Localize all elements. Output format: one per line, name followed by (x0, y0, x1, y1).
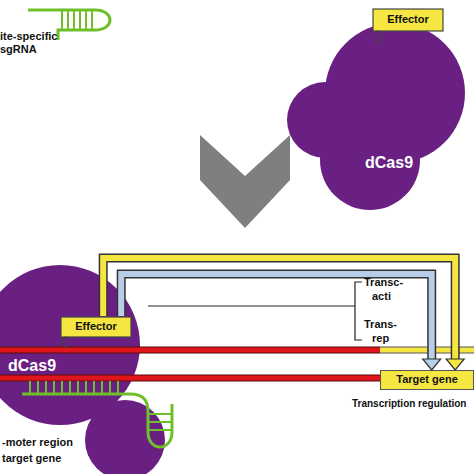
text-label: rep (372, 332, 389, 345)
node-tagLoop: Effector (372, 8, 444, 32)
node-label: ite-specific sgRNA (0, 30, 70, 56)
gene-strand-outline (380, 347, 474, 354)
arrow-head (446, 359, 464, 370)
arrow-head (423, 359, 441, 370)
node-label: dCas9 (8, 356, 56, 375)
text-label: target gene (2, 452, 61, 465)
blob1-outline (285, 25, 474, 210)
node-text-holder: Effector (60, 316, 132, 338)
sgrna-base-pairs (62, 10, 92, 30)
text-label: -moter region (2, 436, 73, 449)
text-label: Transcription regulation (352, 398, 466, 410)
arrow-body (103, 258, 455, 360)
node-label: Target gene (396, 373, 458, 386)
protein-lobe (287, 82, 363, 158)
effector-tag (373, 9, 443, 31)
node-tag: Effector (60, 316, 132, 338)
text-label: Transc- (364, 276, 403, 289)
merge-arrow (200, 135, 290, 228)
node-label: Effector (75, 320, 117, 333)
arrow-outline (121, 274, 432, 360)
node-band: Target gene (380, 370, 474, 390)
text-label: Trans- (364, 318, 397, 331)
node-label: dCas9 (365, 153, 413, 172)
gene-strand (380, 348, 474, 353)
dna-strand-outline (0, 375, 380, 382)
leader-line (148, 305, 355, 306)
bracket (355, 282, 362, 340)
regulation-arrow (121, 274, 441, 370)
dna-strand (0, 348, 380, 353)
effector-tag (61, 317, 131, 337)
tag-linker (374, 31, 382, 43)
arrow-body (121, 274, 432, 360)
tag-linker (62, 337, 70, 347)
gene-band (381, 371, 474, 390)
arrow-outline (103, 258, 455, 360)
node-label: Effector (387, 13, 429, 26)
text-label: acti (372, 290, 391, 303)
dna-strand (0, 376, 380, 381)
node-text-holder: Target gene (380, 370, 474, 390)
protein-lobe (85, 400, 165, 474)
node-text-holder: Effector (372, 8, 444, 32)
node-blob1: dCas9 (285, 25, 474, 210)
dna-strand-outline (0, 347, 380, 354)
node-sgrna: ite-specific sgRNA (0, 0, 120, 70)
regulation-arrow (103, 258, 464, 370)
